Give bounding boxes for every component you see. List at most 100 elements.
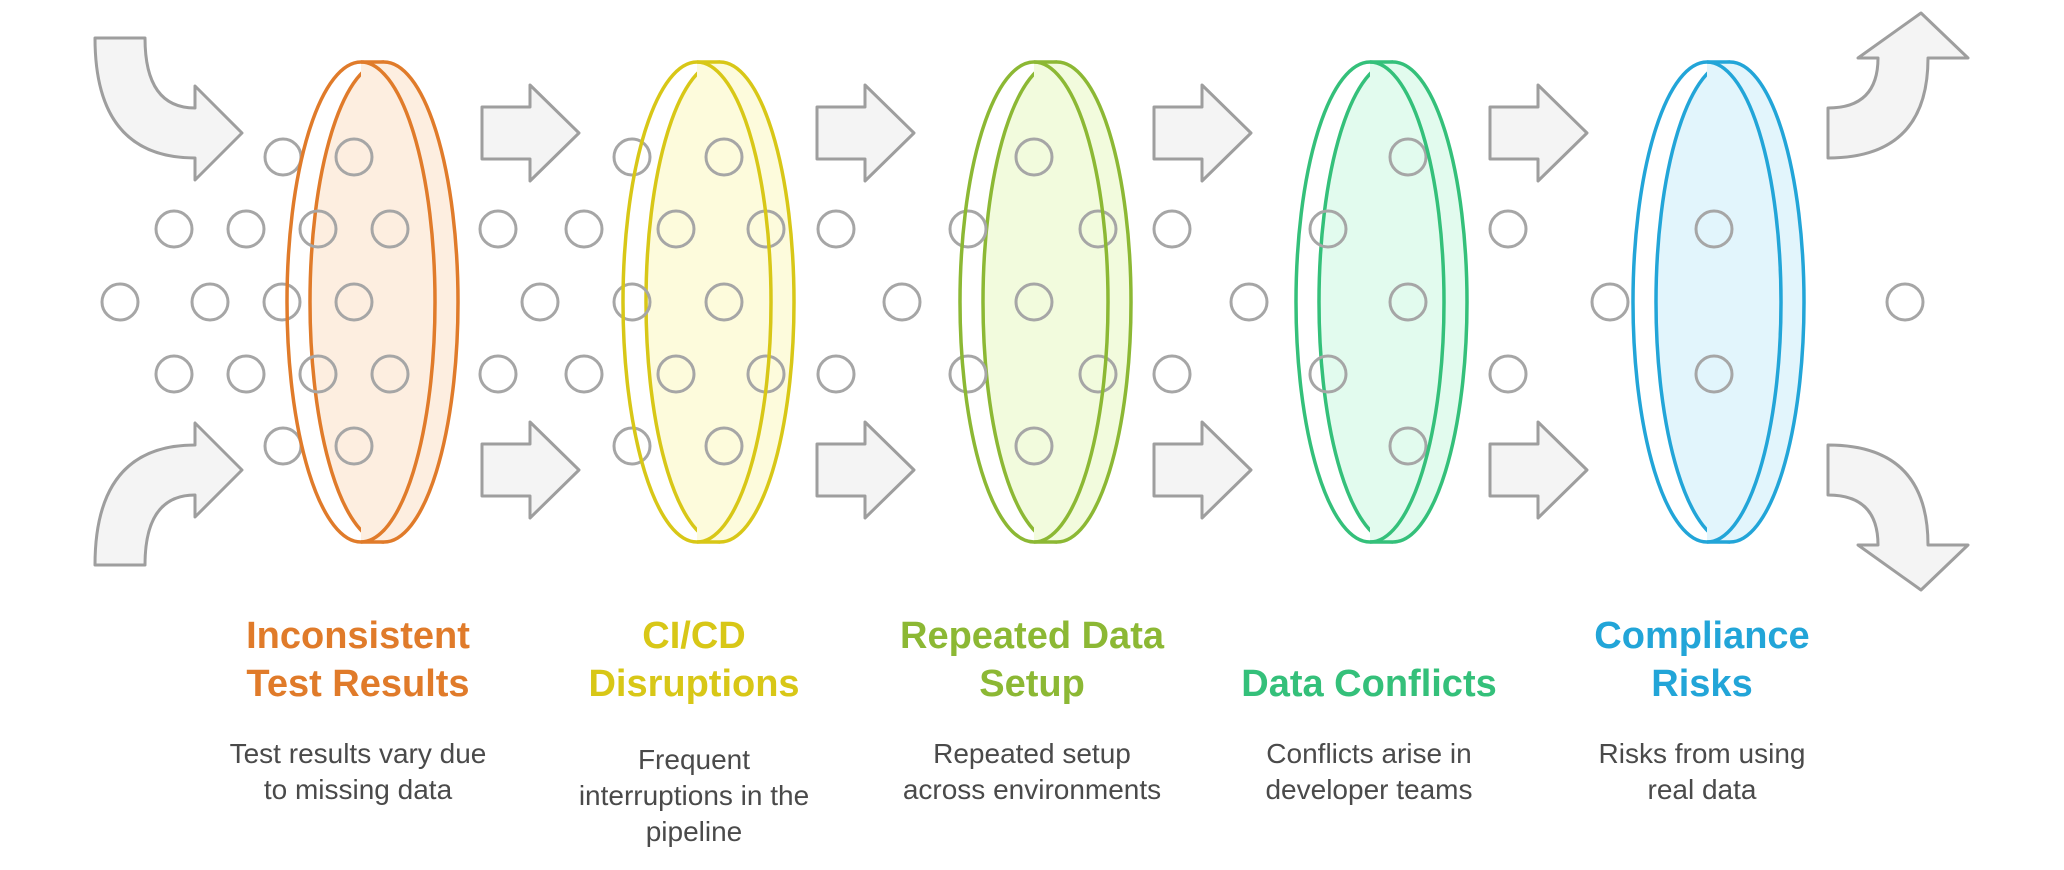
data-point [154, 209, 194, 249]
stage-label-5: Compliance Risks Risks from using real d… [1527, 612, 1877, 808]
filter-ring-band [697, 62, 720, 542]
stage-desc-line: Test results vary due [229, 738, 487, 769]
filter-ring-band [1034, 62, 1057, 542]
flow-arrow-icon [1488, 420, 1589, 520]
stage-desc-line: across environments [902, 774, 1162, 805]
data-point [1885, 282, 1925, 322]
stage-label-1: Inconsistent Test Results Test results v… [183, 612, 533, 808]
filter-ring-band [1370, 62, 1393, 542]
data-point [190, 282, 230, 322]
entry-arrow-icon [93, 421, 244, 567]
stage-title-line: Compliance [1594, 615, 1810, 657]
data-point [226, 209, 266, 249]
stage-desc-line: Conflicts arise in [1266, 738, 1472, 769]
data-point [612, 426, 652, 466]
flow-arrow-icon [480, 83, 581, 183]
data-point [564, 209, 604, 249]
exit-arrow-icon [1826, 443, 1970, 592]
data-point [154, 354, 194, 394]
flow-arrow-icon [1488, 83, 1589, 183]
stage-title-line: Inconsistent [246, 615, 470, 657]
filter-ring-front [1631, 60, 1783, 544]
flow-arrow-icon [1152, 83, 1253, 183]
data-point [1308, 354, 1348, 394]
data-point [263, 426, 303, 466]
data-point [262, 282, 302, 322]
data-point [334, 282, 374, 322]
stage-label-4: Data Conflicts Conflicts arise in develo… [1194, 612, 1544, 808]
data-point [298, 354, 338, 394]
stage-desc-line: to missing data [263, 774, 453, 805]
data-point [520, 282, 560, 322]
data-point [612, 137, 652, 177]
flow-arrow-icon [480, 420, 581, 520]
filter-ring-front [958, 60, 1110, 544]
stage-title-line: Setup [979, 663, 1085, 705]
data-point [1388, 137, 1428, 177]
data-point [226, 354, 266, 394]
data-point [370, 209, 410, 249]
data-point [478, 354, 518, 394]
data-point [1152, 354, 1192, 394]
data-point [1152, 209, 1192, 249]
stage-title-line: Risks [1651, 663, 1753, 705]
stage-title-line: Data Conflicts [1241, 663, 1497, 705]
stage-desc-line: Frequent [637, 744, 751, 775]
data-point [1388, 426, 1428, 466]
data-point [1308, 209, 1348, 249]
data-point [948, 354, 988, 394]
data-point [1014, 282, 1054, 322]
stage-title-4: Data Conflicts [1194, 660, 1544, 708]
stage-desc-line: interruptions in the [578, 780, 810, 811]
data-point [704, 282, 744, 322]
stage-desc-line: developer teams [1265, 774, 1473, 805]
data-point [564, 354, 604, 394]
data-point [1590, 282, 1630, 322]
stage-title-line: Disruptions [588, 663, 800, 705]
stage-description-4: Conflicts arise in developer teams [1194, 736, 1544, 808]
data-point [1078, 354, 1118, 394]
data-point [948, 209, 988, 249]
flow-arrow-icon [815, 83, 916, 183]
flow-arrow-icon [815, 420, 916, 520]
exit-arrow-icon [1826, 11, 1970, 160]
data-point [1388, 282, 1428, 322]
data-point [1488, 209, 1528, 249]
data-point [100, 282, 140, 322]
data-point [1694, 209, 1734, 249]
data-point [656, 354, 696, 394]
arrows-layer [93, 11, 1970, 592]
data-point [334, 137, 374, 177]
ring-backs-layer [308, 60, 1806, 544]
particles-layer [100, 137, 1925, 466]
stage-description-2: Frequent interruptions in the pipeline [519, 742, 869, 850]
data-point [816, 209, 856, 249]
stage-title-5: Compliance Risks [1527, 612, 1877, 708]
entry-arrow-icon [93, 36, 244, 182]
data-point [704, 137, 744, 177]
data-point [656, 209, 696, 249]
data-point [882, 282, 922, 322]
filter-ring-front [621, 60, 773, 544]
data-point [1229, 282, 1269, 322]
data-point [612, 282, 652, 322]
data-point [1014, 426, 1054, 466]
stage-title-3: Repeated Data Setup [857, 612, 1207, 708]
stage-description-1: Test results vary due to missing data [183, 736, 533, 808]
filter-ring-band [1707, 62, 1730, 542]
data-point [1078, 209, 1118, 249]
data-point [298, 209, 338, 249]
stage-desc-line: pipeline [645, 816, 743, 847]
data-point [816, 354, 856, 394]
stage-title-2: CI/CD Disruptions [519, 612, 869, 708]
stage-title-line: CI/CD [642, 615, 746, 657]
data-point [263, 137, 303, 177]
stage-description-5: Risks from using real data [1527, 736, 1877, 808]
stage-label-3: Repeated Data Setup Repeated setup acros… [857, 612, 1207, 808]
ring-fronts-layer [285, 60, 1783, 544]
flow-arrow-icon [1152, 420, 1253, 520]
filter-ring-front [285, 60, 437, 544]
data-point [704, 426, 744, 466]
stage-desc-line: real data [1647, 774, 1757, 805]
